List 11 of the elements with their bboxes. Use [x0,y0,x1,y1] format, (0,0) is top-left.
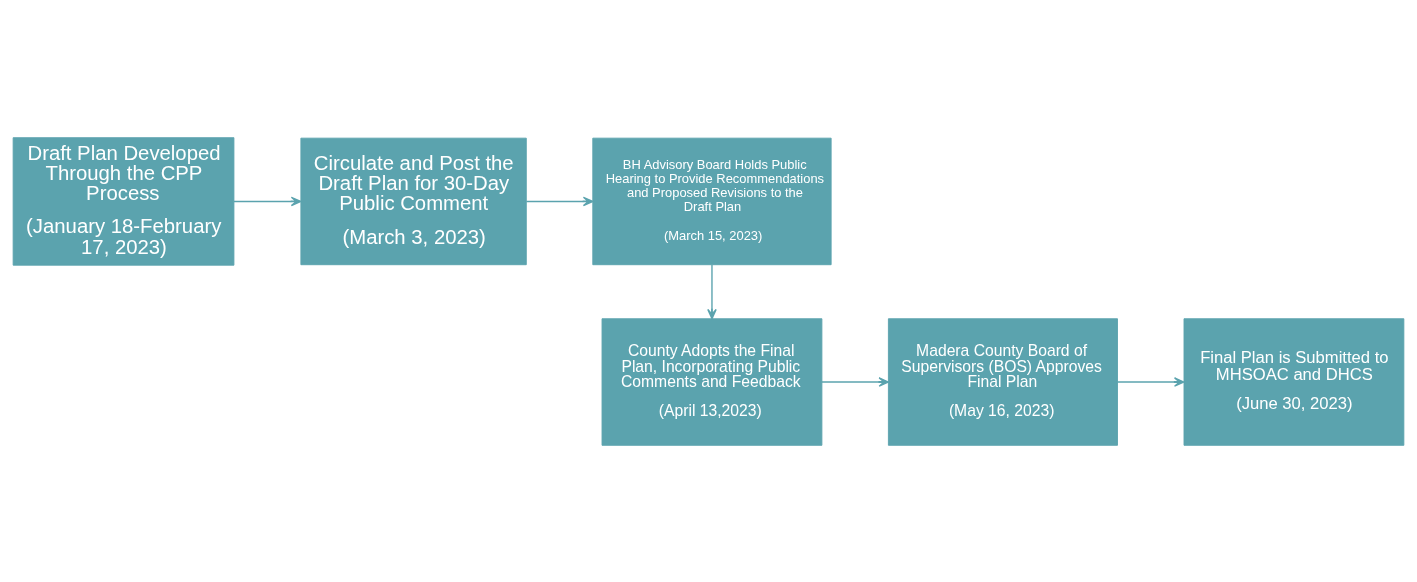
node-box: Madera County Board of Supervisors (BOS) Approves Final Plan (May 16, 2023) [887,317,1118,446]
node-box: County Adopts the Final Plan, Incorporating Public Comments and Feedback (April 13,2023) [601,317,823,446]
arrow [821,376,890,387]
arrow [1117,376,1185,387]
arrow [525,196,594,206]
node-box: BH Advisory Board Holds Public Hearing to Provide Recommendations and Proposed Revisions to the Draft Plan (March 15, 2023) [592,137,832,265]
arrow [233,196,302,206]
arrow [707,263,717,319]
node-box: Draft Plan Developed Through the CPP Process (January 18-February 17, 2023) [12,136,235,266]
node-box: Final Plan is Submitted to MHSOAC and DHCS (June 30, 2023) [1183,317,1405,446]
node-box: Circulate and Post the Draft Plan for 30-Day Public Comment (March 3, 2023) [300,137,527,265]
